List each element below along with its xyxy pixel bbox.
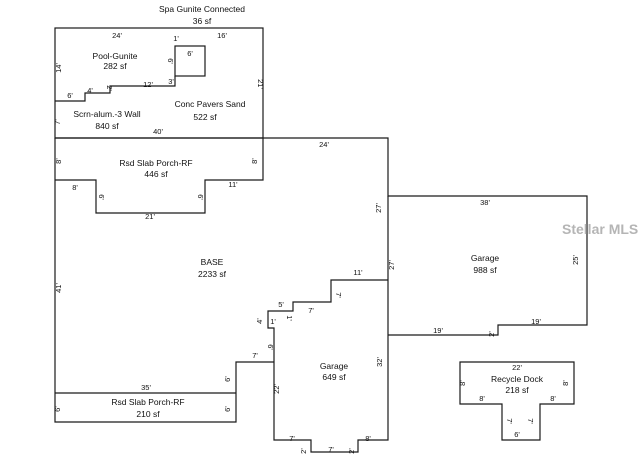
dock-outline	[459, 361, 575, 441]
pool-outline	[55, 76, 176, 102]
dim-label: 8'	[479, 394, 485, 403]
dim-label: 21'	[256, 79, 265, 89]
dock-name: Recycle Dock	[491, 374, 544, 384]
dim-label: 14'	[54, 63, 63, 73]
dim-label: 7'	[289, 434, 295, 443]
dim-label: 6'	[196, 194, 205, 200]
screen-area: 840 sf	[95, 121, 119, 131]
porch-bottom-area: 210 sf	[136, 409, 160, 419]
porch-top-outline	[55, 138, 264, 214]
dim-label: 1'	[285, 315, 294, 321]
porch-top-name: Rsd Slab Porch-RF	[119, 158, 192, 168]
dim-label: 6'	[166, 58, 175, 64]
pavers-area: 522 sf	[193, 112, 217, 122]
dim-label: 4'	[255, 318, 264, 324]
dim-label: 19'	[433, 326, 443, 335]
dim-label: 1'	[270, 317, 276, 326]
dim-label: 6'	[53, 406, 62, 412]
base-left-outline	[54, 138, 274, 423]
garage-mid-outline	[267, 279, 389, 453]
dim-label: 8'	[458, 380, 467, 386]
porch-top-area: 446 sf	[144, 169, 168, 179]
garage-mid-area: 649 sf	[322, 372, 346, 382]
dim-label: 35'	[141, 383, 151, 392]
dim-label: 6'	[187, 49, 193, 58]
pool-name: Pool-Gunite	[93, 51, 138, 61]
dim-label: 22'	[512, 363, 522, 372]
dim-label: 21'	[145, 212, 155, 221]
pool-area: 282 sf	[103, 61, 127, 71]
porch-bottom-name: Rsd Slab Porch-RF	[111, 397, 184, 407]
spa-area: 36 sf	[193, 16, 212, 26]
dim-label: 32'	[375, 357, 384, 367]
dim-label: 11'	[228, 180, 238, 189]
dim-label: 27'	[374, 203, 383, 213]
dim-label: 40'	[153, 127, 163, 136]
dim-label: 7'	[505, 418, 514, 424]
dim-label: 12'	[143, 80, 153, 89]
garage-right-area: 988 sf	[473, 265, 497, 275]
dim-label: 24'	[112, 31, 122, 40]
dim-label: 1'	[173, 34, 179, 43]
dim-label: 6'	[223, 376, 232, 382]
dim-label: 6'	[223, 406, 232, 412]
dim-label: 2'	[347, 448, 356, 454]
dim-label: 2'	[299, 448, 308, 454]
dim-label: 41'	[54, 283, 63, 293]
pool-enclosure-outline	[54, 27, 264, 139]
base-name: BASE	[201, 257, 224, 267]
pavers-name: Conc Pavers Sand	[175, 99, 246, 109]
dim-label: 11'	[353, 268, 363, 277]
dim-label: 16'	[217, 31, 227, 40]
dim-label: 7'	[334, 292, 343, 298]
dim-label: 6'	[514, 430, 520, 439]
garage-right-name: Garage	[471, 253, 500, 263]
garage-mid-name: Garage	[320, 361, 349, 371]
dock-area: 218 sf	[505, 385, 529, 395]
dim-label: 8'	[250, 158, 259, 164]
screen-name: Scrn-alum.-3 Wall	[73, 109, 140, 119]
dim-label: 7'	[328, 445, 334, 454]
dim-label: 8'	[365, 434, 371, 443]
dim-label: 25'	[571, 255, 580, 265]
dim-label: 8'	[550, 394, 556, 403]
dim-label: 7'	[526, 418, 535, 424]
spa-name: Spa Gunite Connected	[159, 4, 245, 14]
dim-label: 5'	[278, 300, 284, 309]
dim-label: 6'	[97, 194, 106, 200]
dim-label: 6'	[67, 91, 73, 100]
dim-label: 22'	[272, 384, 281, 394]
dim-label: 27'	[387, 260, 396, 270]
base-area: 2233 sf	[198, 269, 227, 279]
watermark: Stellar MLS	[562, 221, 638, 237]
dim-label: 7'	[252, 351, 258, 360]
dim-label: 4'	[87, 86, 93, 95]
main-outline	[55, 137, 588, 336]
dim-label: 8'	[54, 158, 63, 164]
dim-label: 19'	[531, 317, 541, 326]
dim-label: 24'	[319, 140, 329, 149]
dim-label: 2'	[105, 85, 114, 91]
spa-outline	[174, 45, 206, 77]
dim-label: 8'	[561, 380, 570, 386]
dim-label: 3'	[168, 77, 174, 86]
dim-label: 8'	[72, 183, 78, 192]
dim-label: 2'	[487, 331, 496, 337]
dim-label: 6'	[266, 344, 275, 350]
dim-label: 7'	[53, 119, 62, 125]
dim-label: 7'	[308, 306, 314, 315]
dim-label: 38'	[480, 198, 490, 207]
